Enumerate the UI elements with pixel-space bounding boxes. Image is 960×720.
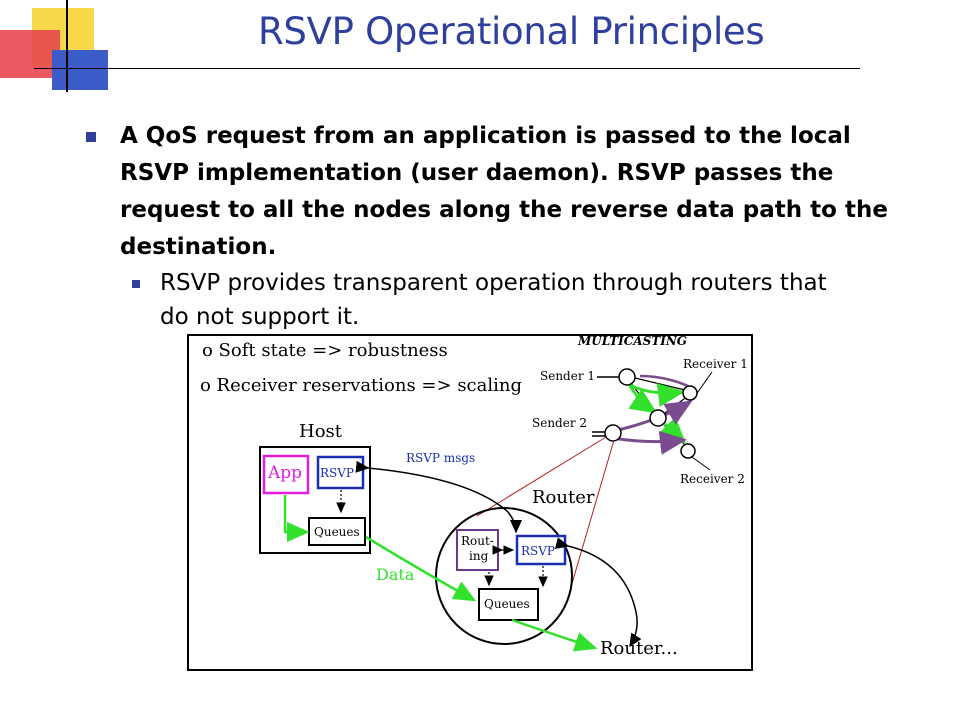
receiver-1-label: Receiver 1 — [683, 357, 748, 371]
queues-router-box — [478, 588, 539, 621]
queues-router-label: Queues — [484, 597, 530, 611]
bullet-square-2 — [132, 280, 140, 288]
rsvp-msgs-label: RSVP msgs — [406, 451, 475, 465]
blue-square — [52, 50, 108, 90]
rsvp-host-label: RSVP — [320, 466, 354, 480]
host-label: Host — [299, 421, 343, 442]
queues-host-label: Queues — [314, 525, 360, 539]
red-square — [0, 30, 60, 78]
multicast-network — [592, 368, 713, 471]
vertical-rule — [66, 0, 68, 92]
horizontal-rule — [34, 68, 860, 69]
bullet-square-1 — [86, 132, 96, 142]
data-label: Data — [376, 565, 415, 584]
soft-state-text: o Soft state => robustness — [202, 340, 448, 361]
bullet-text-1: A QoS request from an application is pas… — [120, 123, 888, 260]
receiver-2-label: Receiver 2 — [680, 472, 745, 486]
routing-label-2: ing — [469, 549, 489, 563]
receiver-res-text: o Receiver reservations => scaling — [200, 375, 522, 396]
app-box — [262, 454, 310, 495]
multicasting-label: MULTICASTING — [577, 334, 687, 348]
router-next-label: Router... — [600, 638, 678, 659]
router-label: Router — [532, 487, 595, 508]
routing-label-1: Rout- — [461, 534, 494, 548]
rsvp-msgs-arrow — [355, 460, 522, 534]
sender-2-label: Sender 2 — [532, 416, 587, 430]
rsvp-next-arrow — [554, 537, 642, 648]
bullet-text-2: RSVP provides transparent operation thro… — [160, 270, 827, 330]
slide-title: RSVP Operational Principles — [258, 10, 765, 53]
rsvp-router-label: RSVP — [521, 544, 555, 558]
sender-1-label: Sender 1 — [540, 369, 595, 383]
app-label: App — [267, 463, 302, 483]
data-arrow-1 — [365, 535, 477, 602]
